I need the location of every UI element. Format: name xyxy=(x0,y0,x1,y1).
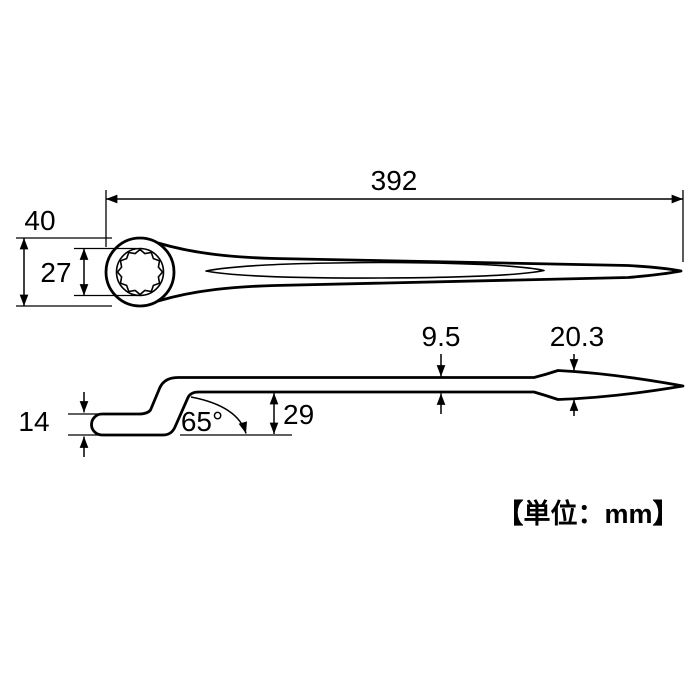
dimension-ring-end-thickness: 14 xyxy=(18,392,104,457)
ring-spline-teeth xyxy=(116,248,164,296)
dimension-label-ring-inner: 27 xyxy=(40,257,71,288)
dimension-label-overall-length: 392 xyxy=(371,165,418,196)
dimension-label-offset-angle: 65° xyxy=(181,406,223,437)
dimension-label-shank-thickness: 9.5 xyxy=(422,321,461,352)
wrench-side-outline xyxy=(90,369,685,437)
angle-arc xyxy=(190,396,247,434)
dimension-label-ring-end-thickness: 14 xyxy=(18,406,49,437)
handle-face-contour xyxy=(205,261,545,279)
unit-note: 【単位：mm】 xyxy=(496,498,679,529)
wrench-side-view xyxy=(90,369,685,437)
dimension-label-tip-diameter: 20.3 xyxy=(550,321,605,352)
dimension-offset-height: 29 xyxy=(180,393,314,436)
wrench-handle-outline xyxy=(156,241,683,303)
ring-end-inner-circle xyxy=(115,247,165,297)
dimension-label-offset-height: 29 xyxy=(283,399,314,430)
dimension-label-head-height: 40 xyxy=(24,205,55,236)
dimension-head-height: 40 xyxy=(16,205,112,307)
dimension-overall-length: 392 xyxy=(105,165,684,262)
dimension-shank-thickness: 9.5 xyxy=(422,321,461,414)
dimension-offset-angle: 65° xyxy=(181,396,247,437)
dimension-ring-inner: 27 xyxy=(40,247,137,297)
wrench-top-view xyxy=(104,236,683,308)
dimension-tip-diameter: 20.3 xyxy=(550,321,605,416)
